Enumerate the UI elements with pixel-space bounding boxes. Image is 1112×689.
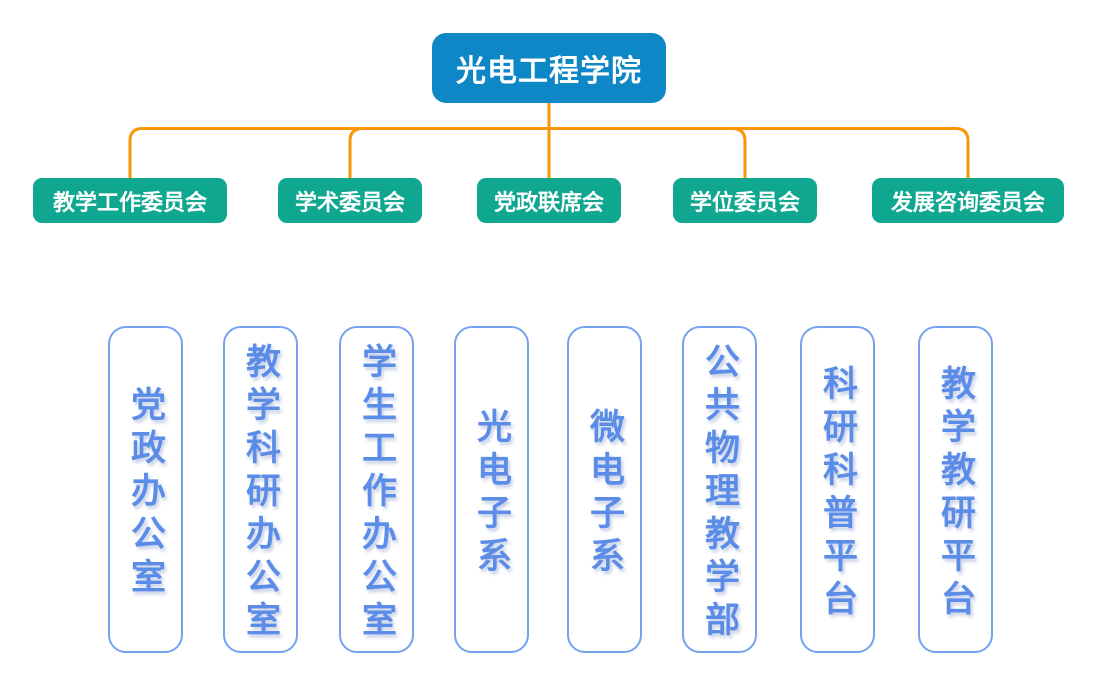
department-label: 公共物理教学部 [700,343,739,644]
org-node-dept-student-affairs-office: 学生工作办公室 [339,326,414,653]
connector-spine [128,127,970,178]
committee-label: 教学工作委员会 [52,189,207,215]
org-node-dept-party-gov-office: 党政办公室 [108,326,183,653]
department-label: 光电子系 [472,407,511,580]
connector-drop-committee-2 [348,127,364,178]
connector-drop-committee-4 [731,127,747,178]
department-label: 学生工作办公室 [357,343,396,644]
org-node-root-label: 光电工程学院 [456,55,642,88]
org-node-committee-party-gov-joint: 党政联席会 [477,178,621,223]
org-node-dept-optoelectronics: 光电子系 [454,326,529,653]
department-label: 教学教研平台 [936,364,975,623]
org-node-dept-teaching-platform: 教学教研平台 [918,326,993,653]
department-label: 党政办公室 [126,386,165,601]
org-node-committee-academic: 学术委员会 [278,178,422,223]
org-node-committee-development-advisory: 发展咨询委员会 [872,178,1064,223]
department-label: 科研科普平台 [818,364,857,623]
committee-label: 发展咨询委员会 [890,189,1045,215]
committee-label: 学位委员会 [689,189,800,215]
org-node-committee-degree: 学位委员会 [673,178,817,223]
org-node-root: 光电工程学院 [432,33,666,103]
org-node-committee-teaching-work: 教学工作委员会 [33,178,227,223]
committee-label: 学术委员会 [294,189,405,215]
department-label: 微电子系 [585,407,624,580]
org-node-dept-research-science-platform: 科研科普平台 [800,326,875,653]
org-node-dept-microelectronics: 微电子系 [567,326,642,653]
org-node-dept-public-physics: 公共物理教学部 [682,326,757,653]
committee-label: 党政联席会 [493,189,604,215]
department-label: 教学科研办公室 [241,343,280,644]
org-node-dept-teaching-research-office: 教学科研办公室 [223,326,298,653]
